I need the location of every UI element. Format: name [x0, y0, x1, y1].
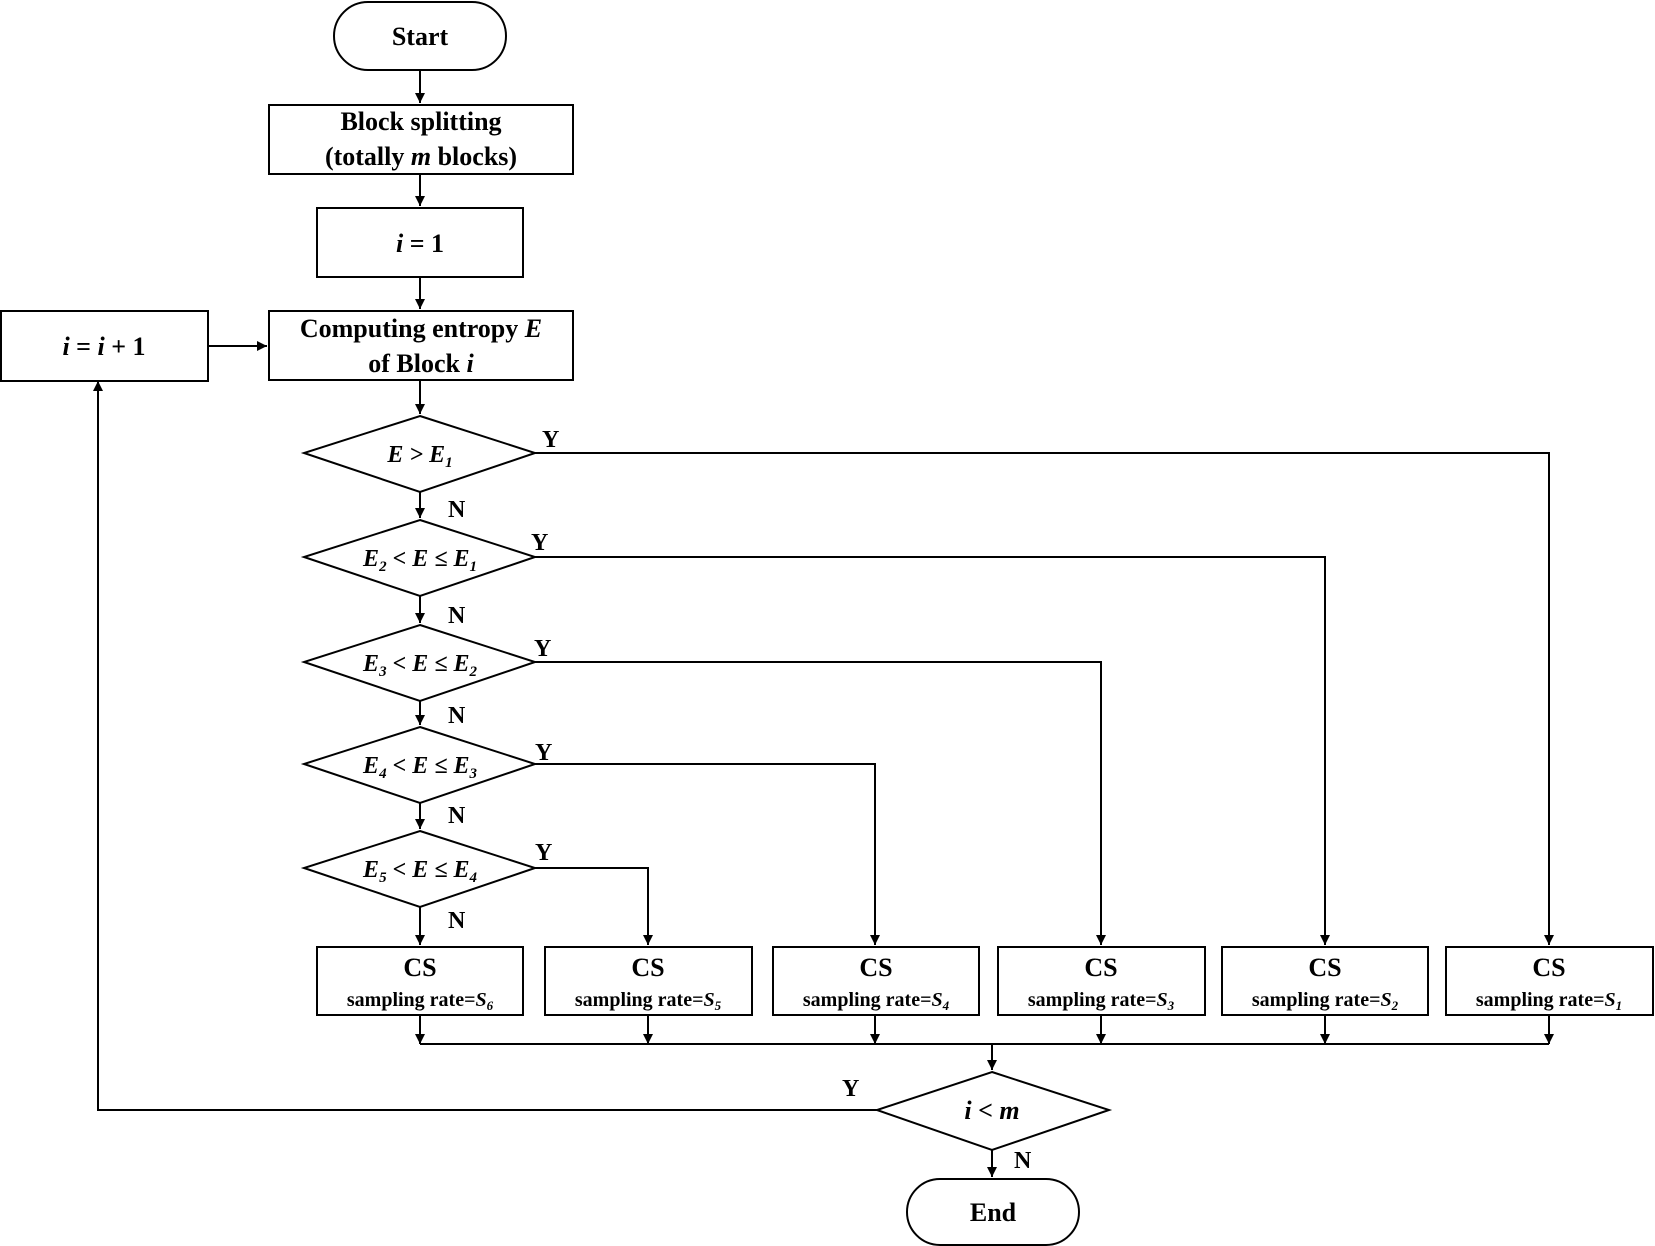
cs-box-s1-title: CS [1532, 953, 1565, 982]
decision-1-yes: Y [542, 427, 559, 453]
cs-box-s3-rate: sampling rate=S3 [1028, 989, 1175, 1013]
decision-2-yes: Y [531, 530, 548, 556]
decision-3-no: N [448, 703, 466, 729]
cs-box-s3-title: CS [1084, 953, 1117, 982]
decision-2-label: E2 < E ≤ E1 [362, 546, 477, 575]
cs-box-s5: CS sampling rate=S5 [544, 946, 753, 1016]
cs-box-s3: CS sampling rate=S3 [997, 946, 1206, 1016]
decision-5-no: N [448, 908, 466, 934]
cs-box-s6-title: CS [403, 953, 436, 982]
entropy-line1: Computing entropy E [300, 314, 542, 343]
loop-decision-no: N [1014, 1148, 1032, 1174]
cs-box-s2: CS sampling rate=S2 [1221, 946, 1429, 1016]
increment-label: i = i + 1 [62, 332, 145, 361]
start-node: Start [333, 1, 507, 71]
arrow-d5-yes-to-cs5 [535, 867, 653, 945]
cs-box-s4-rate: sampling rate=S4 [803, 989, 950, 1013]
cs-box-s2-title: CS [1308, 953, 1341, 982]
start-label: Start [392, 22, 449, 51]
connectors [93, 70, 1554, 1177]
decision-1: E > E1 Y N [300, 414, 559, 523]
cs-box-s6: CS sampling rate=S6 [316, 946, 524, 1016]
cs-box-s2-rate: sampling rate=S2 [1252, 989, 1399, 1013]
arrow-d2-yes-to-cs2 [535, 556, 1330, 945]
decision-1-no: N [448, 497, 466, 523]
entropy-box: Computing entropy E of Block i [268, 310, 574, 381]
cs-box-s5-title: CS [631, 953, 664, 982]
decision-5: E5 < E ≤ E4 Y N [300, 829, 552, 934]
decision-3-label: E3 < E ≤ E2 [362, 651, 477, 680]
loop-decision-yes: Y [842, 1076, 859, 1102]
cs-box-s1: CS sampling rate=S1 [1445, 946, 1654, 1016]
loop-decision: i < m Y N [842, 1070, 1113, 1174]
decision-4-no: N [448, 803, 466, 829]
arrow-d4-yes-to-cs4 [535, 763, 880, 945]
decision-2: E2 < E ≤ E1 Y N [300, 518, 548, 629]
decision-4: E4 < E ≤ E3 Y N [300, 725, 552, 829]
cs-box-s6-rate: sampling rate=S6 [347, 989, 494, 1013]
block-splitting-line1: Block splitting [340, 107, 501, 136]
decision-5-yes: Y [535, 840, 552, 866]
cs-box-s4-title: CS [859, 953, 892, 982]
cs-box-s4: CS sampling rate=S4 [772, 946, 980, 1016]
cs-box-s5-rate: sampling rate=S5 [575, 989, 722, 1013]
init-label: i = 1 [396, 229, 444, 258]
arrow-loop-yes-to-increment [93, 381, 877, 1111]
cs-box-s1-rate: sampling rate=S1 [1476, 989, 1622, 1013]
decision-4-label: E4 < E ≤ E3 [362, 753, 477, 782]
init-box: i = 1 [316, 207, 524, 278]
arrow-d3-yes-to-cs3 [535, 661, 1106, 945]
block-splitting-box: Block splitting (totally m blocks) [268, 104, 574, 175]
decision-3-yes: Y [534, 636, 551, 662]
increment-box: i = i + 1 [0, 310, 209, 382]
end-label: End [970, 1198, 1017, 1227]
decision-3: E3 < E ≤ E2 Y N [300, 623, 551, 729]
decision-2-no: N [448, 603, 466, 629]
loop-decision-label: i < m [964, 1096, 1019, 1125]
end-node: End [906, 1178, 1080, 1246]
entropy-line2: of Block i [368, 349, 474, 378]
decision-4-yes: Y [535, 740, 552, 766]
arrow-d1-yes-to-cs1 [535, 452, 1554, 945]
decision-5-label: E5 < E ≤ E4 [362, 857, 477, 886]
decision-1-label: E > E1 [386, 442, 452, 471]
block-splitting-line2: (totally m blocks) [325, 142, 517, 171]
